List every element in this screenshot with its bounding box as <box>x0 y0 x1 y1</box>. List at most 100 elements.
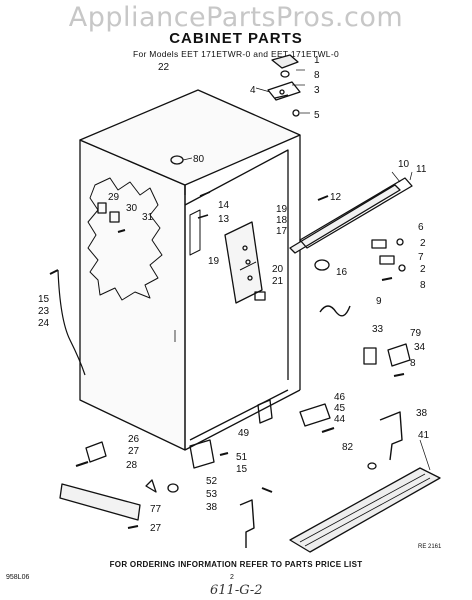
part-13-icon <box>197 214 209 219</box>
part-52-icon <box>189 439 215 469</box>
part-46-icon <box>299 403 331 427</box>
callout-17: 17 <box>276 226 288 237</box>
callout-1: 1 <box>314 55 320 66</box>
callout-7: 7 <box>418 252 424 263</box>
part-15-icon <box>261 487 273 493</box>
callout-46: 46 <box>334 392 346 403</box>
part-2b-icon <box>398 264 406 272</box>
callout-23: 23 <box>38 306 50 317</box>
callout-14: 14 <box>218 200 230 211</box>
callout-26: 26 <box>128 434 140 445</box>
part-6-icon <box>371 239 387 249</box>
part-7-icon <box>379 255 395 265</box>
part-3-icon <box>267 81 301 101</box>
callout-6: 6 <box>418 222 424 233</box>
callout-30: 30 <box>126 203 138 214</box>
part-20-icon <box>239 261 257 271</box>
models-subtitle: For Models EET 171ETWR-0 and EET 171ETWL… <box>133 49 339 59</box>
part-31-icon <box>117 229 126 233</box>
callout-21: 21 <box>272 276 284 287</box>
watermark: AppliancePartsPros.com <box>68 2 404 33</box>
callout-44: 44 <box>334 414 346 425</box>
part-1-icon <box>271 54 299 69</box>
part-44-icon <box>321 427 335 433</box>
callout-49: 49 <box>238 428 250 439</box>
part-77-icon <box>145 479 157 493</box>
part-4-icon <box>274 94 289 99</box>
callout-8: 8 <box>314 70 320 81</box>
handwritten-note: 611-G-2 <box>210 583 263 598</box>
part-5-icon <box>292 109 300 117</box>
callout-2b: 2 <box>420 264 426 275</box>
callout-82: 82 <box>342 442 354 453</box>
part-8b-icon <box>381 277 393 281</box>
callout-29: 29 <box>108 192 120 203</box>
part-15b-icon <box>49 269 59 275</box>
callout-20: 20 <box>272 264 284 275</box>
part-51-icon <box>219 452 229 456</box>
callout-31: 31 <box>142 212 154 223</box>
callout-13: 13 <box>218 214 230 225</box>
part-8-icon <box>280 70 290 78</box>
part-27-icon <box>75 461 89 467</box>
callout-27b: 27 <box>150 523 162 534</box>
callout-11: 11 <box>416 164 427 175</box>
part-38-icon <box>379 411 403 461</box>
part-34-icon <box>387 343 411 367</box>
callout-79: 79 <box>410 328 422 339</box>
callout-34: 34 <box>414 342 426 353</box>
callout-51: 51 <box>236 452 248 463</box>
part-27b-icon <box>127 525 139 529</box>
callout-8b: 8 <box>420 280 426 291</box>
callout-38b: 38 <box>206 502 218 513</box>
part-53-icon <box>167 483 179 493</box>
cabinet-body <box>79 89 301 451</box>
callout-80: 80 <box>193 154 205 165</box>
callout-9: 9 <box>376 296 382 307</box>
part-29-icon <box>97 202 107 214</box>
callout-24: 24 <box>38 318 50 329</box>
callout-15: 15 <box>38 294 50 305</box>
callout-41: 41 <box>418 430 430 441</box>
part-2-icon <box>396 238 404 246</box>
callout-5: 5 <box>314 110 320 121</box>
callout-45: 45 <box>334 403 346 414</box>
callout-19b: 19 <box>208 256 220 267</box>
part-8c-icon <box>393 373 405 377</box>
callout-15b: 15 <box>236 464 248 475</box>
part-33-icon <box>363 347 377 365</box>
part-28-bracket <box>59 483 141 521</box>
part-82-icon <box>367 462 377 470</box>
callout-2: 2 <box>420 238 426 249</box>
part-38b-icon <box>239 499 255 548</box>
callout-3: 3 <box>314 85 320 96</box>
callout-77: 77 <box>150 504 162 515</box>
cutaway-view <box>87 177 163 301</box>
document-code: 958L06 <box>6 574 30 581</box>
part-16-icon <box>314 259 330 271</box>
callout-16: 16 <box>336 267 348 278</box>
callout-22: 22 <box>158 62 170 73</box>
part-12-icon <box>317 195 329 201</box>
callout-10: 10 <box>398 159 410 170</box>
part-14-icon <box>199 191 211 197</box>
part-24-cord <box>57 269 86 376</box>
page-number: 2 <box>230 574 234 581</box>
part-21-icon <box>254 291 266 301</box>
callout-18: 18 <box>276 215 288 226</box>
callout-4: 4 <box>250 85 256 96</box>
part-11-rail <box>299 177 413 249</box>
callout-27: 27 <box>128 446 140 457</box>
callout-53: 53 <box>206 489 218 500</box>
callout-8c: 8 <box>410 358 416 369</box>
part-9-icon <box>319 305 351 317</box>
part-17-bracket <box>224 221 263 304</box>
page-title: CABINET PARTS <box>169 30 303 47</box>
figure-code: RE 2161 <box>418 544 442 550</box>
callout-38: 38 <box>416 408 428 419</box>
callout-52: 52 <box>206 476 218 487</box>
callout-28: 28 <box>126 460 138 471</box>
callout-33: 33 <box>372 324 384 335</box>
part-10-rail <box>289 184 401 254</box>
